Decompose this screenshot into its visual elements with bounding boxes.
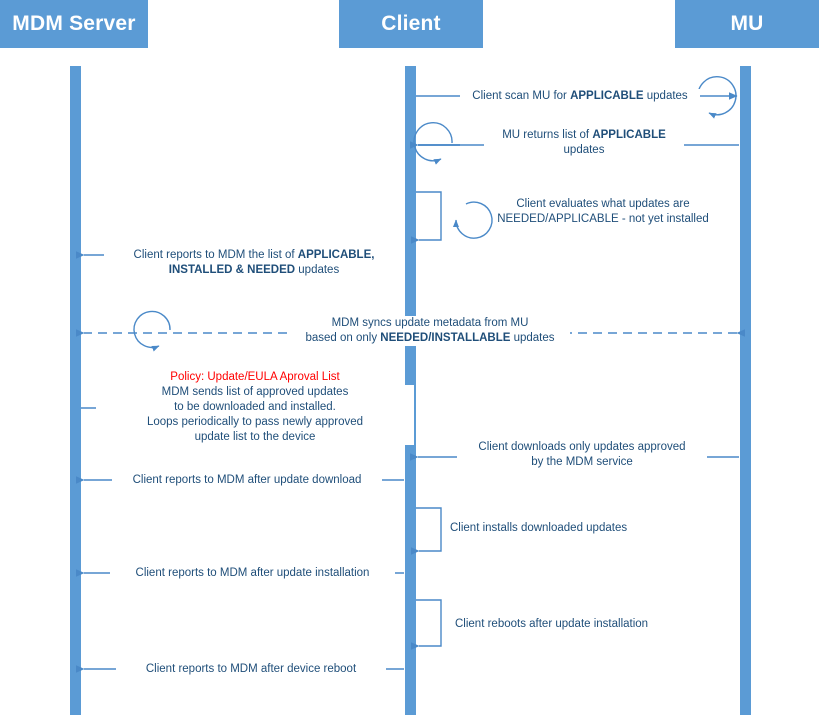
message-label-m11: Client reboots after update installation [455, 618, 649, 630]
lifeline-mdm-server [70, 66, 81, 715]
message-label-m9: Client installs downloaded updates [450, 522, 628, 534]
arrow-m11-client-reboots [411, 599, 442, 650]
message-label-m4: Client reports to MDM the list of APPLIC… [104, 248, 404, 278]
arrow-m1-client-scan-mu [416, 76, 738, 119]
actor-box-client[interactable]: Client [339, 0, 483, 48]
arrow-m6-mdm-sends-approved-list [81, 393, 415, 432]
message-label-m6-policy: Policy: Update/EULA Aproval List [170, 371, 340, 383]
arrow-m2-mu-returns-list [410, 122, 739, 165]
message-label-m10: Client reports to MDM after update insta… [110, 566, 395, 581]
message-label-m1: Client scan MU for APPLICABLE updates [460, 89, 700, 104]
lifeline-client [405, 66, 416, 715]
actor-box-mu[interactable]: MU [675, 0, 819, 48]
actor-box-mdm-server[interactable]: MDM Server [0, 0, 148, 48]
lifeline-mu [740, 66, 751, 715]
message-label-m8: Client reports to MDM after update downl… [112, 473, 382, 488]
arrow-m3-client-evaluates [411, 191, 493, 244]
message-label-m12: Client reports to MDM after device reboo… [116, 662, 386, 677]
actor-label-mdm-server: MDM Server [12, 12, 136, 35]
actor-label-client: Client [381, 12, 441, 35]
arrow-m9-client-installs-updates [411, 507, 442, 555]
actor-label-mu: MU [730, 12, 764, 35]
